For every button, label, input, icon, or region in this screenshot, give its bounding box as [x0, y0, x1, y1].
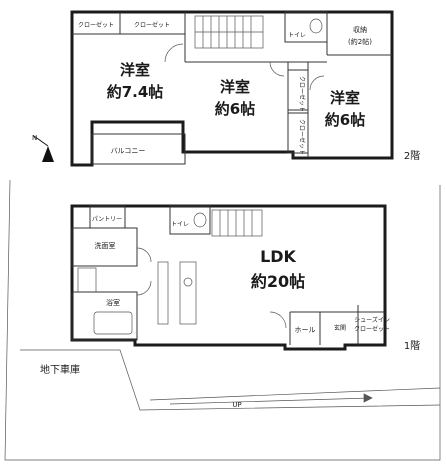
floor-1-plan	[70, 204, 387, 351]
closet-v2-label: クローゼット	[298, 119, 306, 155]
floor-1-label: 1階	[404, 340, 420, 352]
closet-mid-label: クローゼット	[134, 21, 170, 29]
stairs-1f	[219, 210, 253, 236]
pantry-label: パントリー	[92, 216, 122, 223]
stairs-2f	[195, 16, 263, 48]
ldk-label: LDK	[260, 247, 296, 266]
closet-left-label: クローゼット	[78, 21, 114, 29]
room-western-6a-size: 約6帖	[215, 100, 255, 118]
compass-label: N	[32, 134, 37, 142]
closet-v1-label: クローゼット	[298, 76, 306, 112]
toilet-2f-label: トイレ	[288, 32, 306, 39]
garage-label: 地下車庫	[40, 363, 80, 376]
floor-2-label: 2階	[404, 150, 420, 162]
ldk-size-label: 約20帖	[251, 272, 305, 291]
up-label: UP	[232, 401, 241, 409]
room-western-74-size: 約7.4帖	[107, 83, 164, 101]
washroom-label: 洗面室	[95, 241, 116, 250]
storage-label: 収納	[353, 25, 367, 34]
floor-2-outline	[70, 10, 394, 167]
hall-label: ホール	[295, 326, 316, 334]
balcony	[91, 133, 186, 165]
garage-ramp-arrow	[169, 393, 373, 405]
room-western-74-label: 洋室	[120, 61, 150, 79]
room-western-6b-size: 約6帖	[325, 111, 365, 129]
floor-2-plan	[70, 10, 394, 167]
shoes-closet-label: シューズイン	[354, 316, 390, 324]
shoes-closet-label-2: クローゼット	[354, 325, 390, 333]
bathroom-label: 浴室	[106, 298, 120, 307]
balcony-label: バルコニー	[111, 147, 146, 155]
room-western-6a-label: 洋室	[220, 78, 250, 96]
room-western-6b-label: 洋室	[330, 89, 360, 107]
compass-icon	[33, 135, 54, 162]
entrance-label: 玄関	[334, 324, 346, 332]
storage-size-label: (約2帖)	[348, 37, 372, 46]
garage-outline	[20, 349, 441, 411]
site-boundary	[4, 179, 441, 461]
toilet-1f-label: トイレ	[171, 221, 189, 228]
